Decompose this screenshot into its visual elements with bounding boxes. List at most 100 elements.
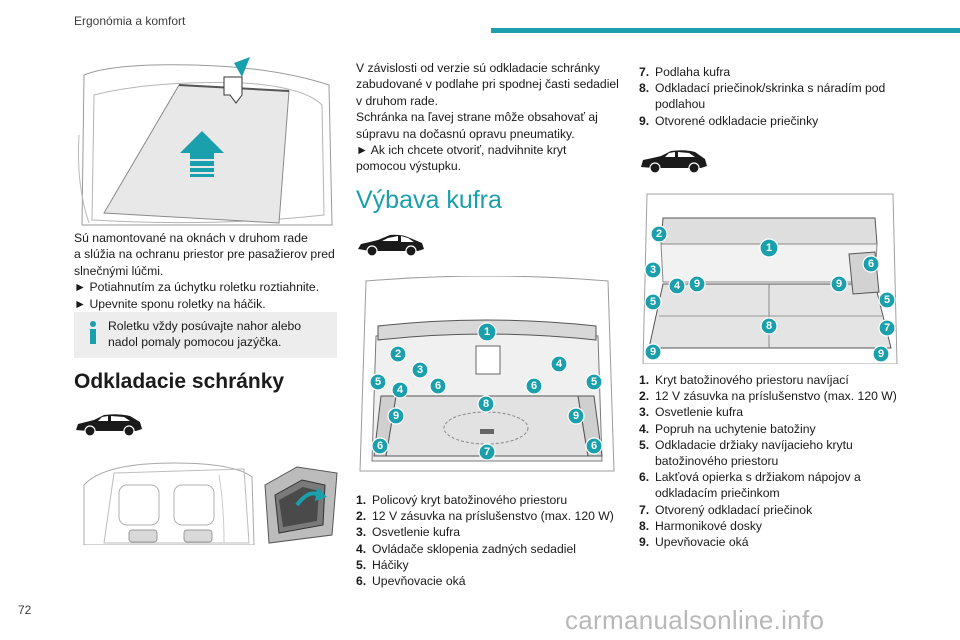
sunblind-text: Sú namontované na oknách v druhom rade a…	[74, 230, 344, 312]
legend-text: Podlaha kufra	[655, 65, 731, 79]
callout-label: 5	[884, 294, 890, 306]
legend-item: 6.Upevňovacie oká	[356, 573, 631, 589]
callout-marker	[389, 345, 407, 363]
callout-marker	[759, 238, 779, 258]
text-line: Schránka na ľavej strane môže obsahovať …	[356, 110, 598, 125]
legend-text: Odkladací priečinok/skrinka s náradím po…	[655, 81, 886, 112]
callout-label: 3	[650, 264, 656, 276]
legend-text: Otvorené odkladacie priečinky	[655, 113, 819, 128]
legend-item: 8. Odkladací priečinok/skrinka s náradím …	[639, 80, 901, 112]
legend-item: 7. Otvorený odkladací priečinok	[639, 502, 901, 518]
legend-text: Lakťová opierka s držiakom nápojov a odk…	[655, 470, 861, 501]
section-heading-storage: Odkladacie schránky	[74, 370, 285, 393]
legend-text: Policový kryt batožinového priestoru	[372, 493, 568, 507]
callout-marker	[644, 261, 662, 279]
boot-illustration-2: 2 1 3 6 4 9 9 5 5 8 7 9 9	[642, 193, 898, 364]
callout-label: 8	[766, 320, 772, 332]
text-line: súpravu na dočasnú opravu pneumatiky.	[356, 126, 575, 141]
callout-marker	[478, 443, 496, 461]
legend-number: 6.	[356, 574, 367, 589]
legend-item: 2.12 V zásuvka na príslušenstvo (max. 12…	[639, 388, 901, 404]
callout-label: 4	[397, 384, 404, 396]
callout-label: 6	[531, 380, 537, 392]
info-line: Roletku vždy posúvajte nahor alebo	[108, 319, 302, 333]
legend-item: 4.Popruh na uchytenie batožiny	[639, 421, 901, 437]
callout-marker	[567, 407, 585, 425]
callout-marker	[830, 275, 848, 293]
legend-text: Osvetlenie kufra	[372, 525, 461, 540]
text-line: slnečnými lúčmi.	[74, 263, 164, 278]
callout-marker	[429, 377, 447, 395]
text-line: Sú namontované na oknách v druhom rade	[74, 231, 308, 245]
legend-number: 1.	[356, 493, 367, 507]
callout-label: 9	[836, 278, 842, 290]
legend-number: 1.	[639, 373, 650, 387]
callout-label: 9	[878, 348, 884, 360]
callout-marker	[862, 255, 880, 273]
callout-label: 2	[395, 348, 401, 360]
legend-item: 5.Odkladacie držiaky navíjacieho krytu b…	[639, 437, 901, 469]
callout-marker	[760, 317, 778, 335]
running-header: Ergonómia a komfort	[74, 14, 186, 28]
callout-marker	[391, 381, 409, 399]
watermark: carmanualsonline.info	[565, 605, 825, 635]
legend-text: Harmonikové dosky	[655, 518, 763, 533]
legend-text: 12 V zásuvka na príslušenstvo (max. 120 …	[372, 509, 614, 524]
callout-marker	[644, 343, 662, 361]
legend-number: 8.	[639, 81, 650, 96]
legend-text: Odkladacie držiaky navíjacieho krytu bat…	[655, 437, 853, 469]
legend-text: Upevňovacie oká	[655, 535, 749, 550]
legend-number: 6.	[639, 470, 650, 485]
callout-marker	[477, 322, 497, 342]
boot-legend-1: 1. Policový kryt batožinového priestoru 2…	[356, 492, 631, 589]
legend-number: 7.	[639, 502, 650, 517]
callout-marker	[872, 345, 890, 363]
legend-number: 3.	[356, 525, 367, 540]
callout-label: 1	[766, 242, 772, 254]
text-line: v druhom rade.	[356, 93, 438, 108]
storage-text: V závislosti od verzie sú odkladacie sch…	[356, 60, 626, 175]
legend-text: Otvorený odkladací priečinok	[655, 502, 813, 517]
storage-compartment-illustration	[257, 455, 342, 547]
callout-marker	[369, 373, 387, 391]
legend-number: 2.	[639, 389, 650, 404]
callout-label: 9	[694, 278, 700, 290]
legend-item: 6. Lakťová opierka s držiakom nápojov a o…	[639, 469, 901, 501]
legend-number: 5.	[356, 557, 367, 572]
callout-marker	[668, 277, 686, 295]
text-line: V závislosti od verzie sú odkladacie sch…	[356, 61, 600, 75]
legend-item: 7.Podlaha kufra	[639, 64, 901, 80]
legend-text: Háčiky	[372, 557, 409, 572]
callout-marker	[525, 377, 543, 395]
callout-label: 6	[377, 440, 383, 452]
car-silhouette-icon	[641, 150, 707, 174]
callout-label: 6	[435, 380, 441, 392]
legend-item: 3. Osvetlenie kufra	[356, 524, 631, 540]
legend-item: 9.Otvorené odkladacie priečinky	[639, 113, 901, 129]
callout-label: 5	[591, 376, 597, 388]
page-number: 72	[18, 603, 32, 617]
info-icon	[90, 321, 96, 344]
callout-label: 6	[591, 440, 597, 452]
legend-item: 9.Upevňovacie oká	[639, 534, 901, 550]
callout-label: 7	[484, 446, 490, 458]
callout-marker	[585, 373, 603, 391]
legend-item: 5. Háčiky	[356, 557, 631, 573]
legend-text: Ovládače sklopenia zadných sedadiel	[372, 541, 576, 556]
legend-item: 2.12 V zásuvka na príslušenstvo (max. 12…	[356, 508, 631, 524]
info-box	[74, 312, 337, 358]
callout-label: 2	[656, 228, 662, 240]
car-silhouette-icon	[76, 414, 142, 437]
callout-marker	[688, 275, 706, 293]
callout-marker	[550, 355, 568, 373]
callout-markers: 2 1 3 6 4 9 9 5 5 8 7 9 9	[644, 225, 896, 363]
sunblind-illustration	[77, 57, 333, 226]
instruction-step: ► Upevnite sponu roletky na háčik.	[74, 296, 266, 311]
callout-label: 6	[868, 258, 874, 270]
legend-item: 3.Osvetlenie kufra	[639, 404, 901, 420]
callout-label: 4	[556, 358, 563, 370]
callout-marker	[650, 225, 668, 243]
callout-label: 5	[650, 296, 656, 308]
car-silhouette-icon	[358, 234, 424, 257]
callout-label: 1	[484, 326, 490, 338]
